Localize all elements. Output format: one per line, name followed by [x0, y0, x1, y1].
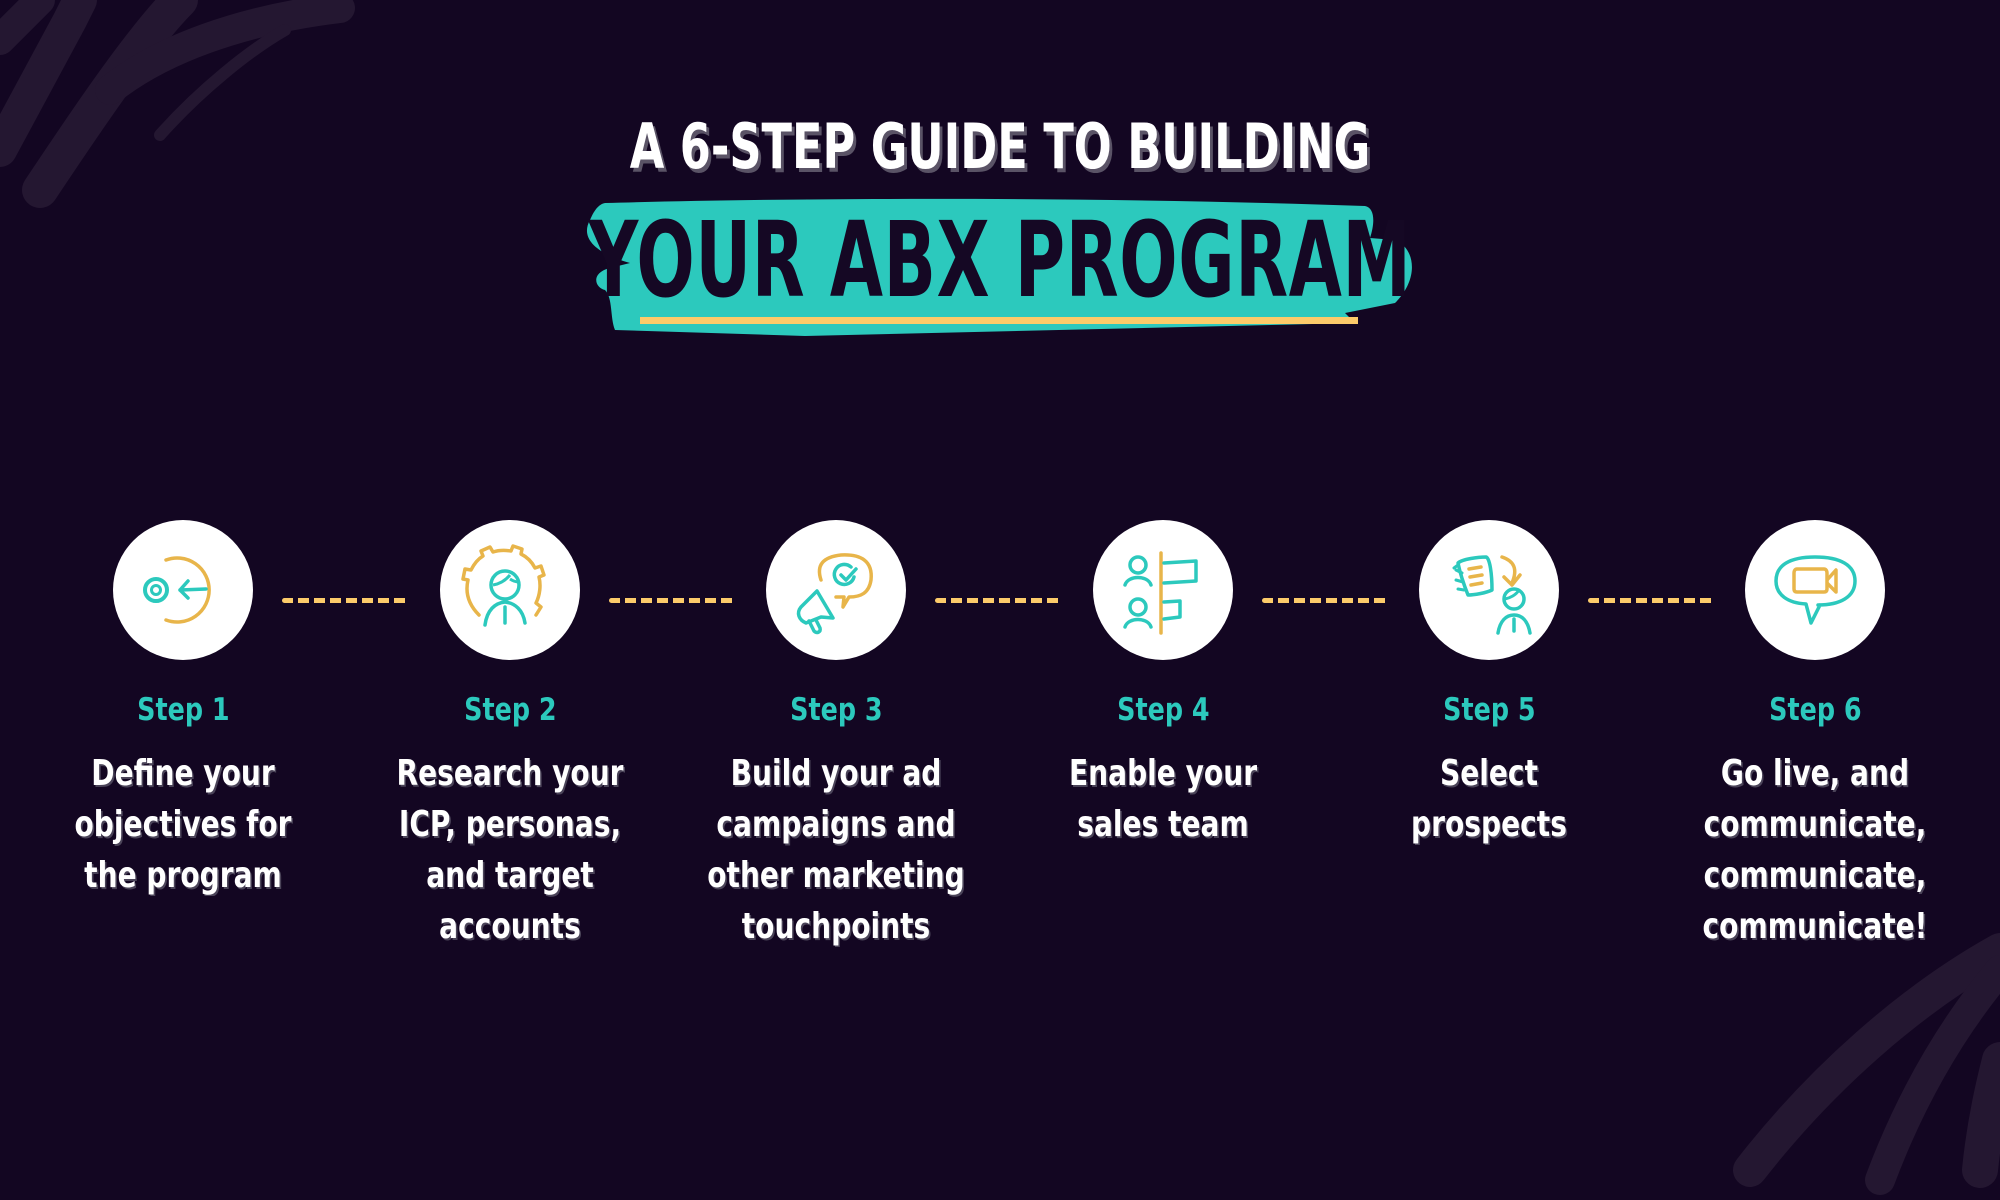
step-4: Step 4 Enable your sales team — [1003, 520, 1323, 850]
step-description: Go live, and communicate, communicate, c… — [1675, 748, 1956, 952]
step-3-icon-circle — [766, 520, 906, 660]
step-description-line: Select — [1439, 753, 1539, 794]
title-underline — [640, 317, 1358, 324]
step-description-line: sales team — [1077, 804, 1249, 845]
step-description-line: Define your — [91, 753, 275, 794]
title-highlight-swatch — [586, 198, 1412, 336]
step-description: Enable your sales team — [1023, 748, 1304, 850]
step-description: Research your ICP, personas, and target … — [370, 748, 651, 952]
connector-3-4 — [935, 598, 1061, 603]
step-description-line: Go live, and — [1720, 753, 1910, 794]
step-description-line: communicate, — [1703, 804, 1927, 845]
header: A 6-STEP GUIDE TO BUILDING YOUR ABX PROG… — [0, 0, 2000, 360]
step-6-icon-circle — [1745, 520, 1885, 660]
video-chat-bubble-icon — [1774, 555, 1857, 625]
connector-2-3 — [609, 598, 735, 603]
target-arrow-icon — [143, 556, 211, 624]
step-description-line: accounts — [439, 906, 581, 947]
connector-1-2 — [282, 598, 408, 603]
step-2-icon-circle — [440, 520, 580, 660]
step-description-line: prospects — [1411, 804, 1567, 845]
page-subtitle: A 6-STEP GUIDE TO BUILDING — [629, 110, 1371, 183]
step-description-line: and target — [426, 855, 594, 896]
step-label: Step 4 — [1116, 692, 1210, 728]
megaphone-speech-check-icon — [796, 553, 873, 635]
step-4-icon-circle — [1093, 520, 1233, 660]
connector-5-6 — [1588, 598, 1714, 603]
page-title: YOUR ABX PROGRAM — [588, 199, 1412, 321]
step-description-line: other marketing — [707, 855, 965, 896]
step-description: Build your ad campaigns and other market… — [696, 748, 977, 952]
brush-stroke-bottom-right — [1733, 933, 2000, 1195]
step-5: Step 5 Select prospects — [1329, 520, 1649, 850]
step-label: Step 1 — [136, 692, 230, 728]
step-1: Step 1 Define your objectives for the pr… — [23, 520, 343, 901]
step-description: Select prospects — [1349, 748, 1630, 850]
step-description-line: communicate, — [1703, 855, 1927, 896]
step-description-line: the program — [84, 855, 282, 896]
gear-person-icon — [461, 544, 546, 627]
step-description-line: Build your ad — [730, 753, 942, 794]
step-description-line: touchpoints — [741, 906, 931, 947]
people-flags-icon — [1123, 551, 1198, 635]
step-label: Step 2 — [463, 692, 557, 728]
step-description: Define your objectives for the program — [43, 748, 324, 901]
step-description-line: ICP, personas, — [398, 804, 622, 845]
list-arrow-person-icon — [1452, 555, 1532, 635]
brush-stroke-top-left — [0, 0, 355, 208]
step-3: Step 3 Build your ad campaigns and other… — [676, 520, 996, 952]
step-description-line: objectives for — [74, 804, 292, 845]
step-1-icon-circle — [113, 520, 253, 660]
connector-4-5 — [1262, 598, 1388, 603]
step-label: Step 5 — [1442, 692, 1536, 728]
step-6: Step 6 Go live, and communicate, communi… — [1655, 520, 1975, 952]
step-2: Step 2 Research your ICP, personas, and … — [350, 520, 670, 952]
step-description-line: campaigns and — [716, 804, 956, 845]
step-description-line: Enable your — [1068, 753, 1258, 794]
step-label: Step 3 — [789, 692, 883, 728]
step-description-line: communicate! — [1702, 906, 1928, 947]
step-description-line: Research your — [396, 753, 624, 794]
step-5-icon-circle — [1419, 520, 1559, 660]
step-label: Step 6 — [1768, 692, 1862, 728]
